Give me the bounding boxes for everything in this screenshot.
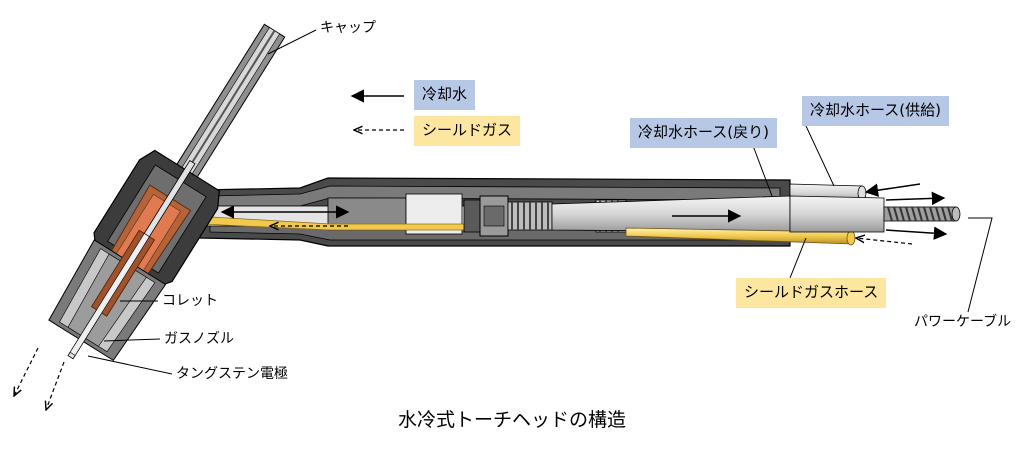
return-out-arrow-2 <box>885 226 948 240</box>
return-hose-leader <box>751 142 773 197</box>
cap-leader <box>267 29 317 55</box>
flow-arrows <box>14 183 948 410</box>
electrode-leader <box>87 355 173 375</box>
legend-gas-label: シールドガス <box>414 116 521 146</box>
torch-head <box>48 23 286 362</box>
gas-hose-leader <box>789 237 807 279</box>
power-cable <box>883 206 961 222</box>
return-out-arrow <box>885 191 946 206</box>
leader-lines <box>87 29 993 375</box>
legend-coolant-label: 冷却水 <box>414 80 476 110</box>
power-cable-label: パワーケーブル <box>914 314 1012 330</box>
gas-nozzle-leader <box>103 338 161 342</box>
gas-in-arrow <box>856 238 913 245</box>
coolant-return-hose-exit <box>789 195 885 233</box>
diagram-title: 水冷式トーチヘッドの構造 <box>397 409 626 431</box>
supply-in-arrow <box>864 183 921 197</box>
cap-label: キャップ <box>320 20 376 36</box>
electrode-label: タングステン電極 <box>176 366 288 382</box>
collet-label: コレット <box>162 293 218 309</box>
gas-exit-arrow-1 <box>14 347 39 396</box>
legend-arrows <box>350 89 404 130</box>
gas-exit-arrow-2 <box>46 361 65 410</box>
supply-hose-leader <box>805 125 835 187</box>
power-cable-leader <box>967 217 993 313</box>
supply-hose-label: 冷却水ホース(供給) <box>802 96 949 126</box>
gas-hose-label: シールドガスホース <box>736 278 887 308</box>
return-hose-label: 冷却水ホース(戻り) <box>630 118 777 148</box>
gas-nozzle-label: ガスノズル <box>164 331 234 347</box>
